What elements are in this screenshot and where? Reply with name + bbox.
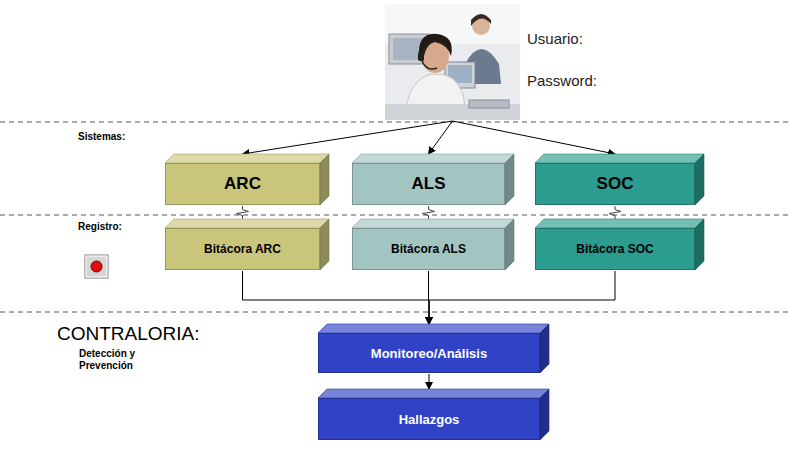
system-box: SOC (535, 163, 695, 205)
flow-arrow (429, 121, 453, 154)
record-button (85, 255, 108, 278)
log-box: Bitácora ALS (352, 228, 505, 270)
flow-arrow (243, 271, 430, 324)
login-field-label: Usuario: (527, 30, 583, 47)
login-field-label: Password: (527, 72, 597, 89)
box-label: ARC (224, 174, 261, 194)
box-label: Monitoreo/Análisis (371, 346, 487, 361)
flow-arrow (243, 121, 453, 154)
process-box: Monitoreo/Análisis (318, 333, 540, 373)
user-photo: Usuario: Password: (385, 4, 635, 122)
section-subtitle: Detección y Prevención (79, 348, 159, 372)
dashed-divider (0, 312, 790, 313)
log-link (237, 206, 249, 219)
box-label: ALS (412, 174, 446, 194)
box-label: Bitácora SOC (576, 242, 653, 256)
log-box: Bitácora ARC (165, 228, 320, 270)
dashed-divider (0, 215, 790, 216)
flow-arrow (453, 121, 616, 154)
system-box: ARC (165, 163, 320, 205)
log-link (423, 206, 435, 219)
flow-arrow (429, 271, 615, 324)
box-label: Hallazgos (399, 412, 460, 427)
operator-photo (385, 4, 520, 120)
section-title: CONTRALORIA: (57, 323, 200, 346)
log-link (609, 206, 621, 219)
box-label: Bitácora ALS (391, 242, 466, 256)
box-label: Bitácora ARC (204, 242, 281, 256)
flow-arrow (429, 374, 430, 389)
system-box: ALS (352, 163, 505, 205)
log-box: Bitácora SOC (535, 228, 695, 270)
section-label: Sistemas: (78, 131, 125, 143)
dashed-divider (0, 122, 790, 123)
box-label: SOC (597, 174, 634, 194)
result-box: Hallazgos (318, 398, 540, 440)
section-label: Registro: (78, 221, 122, 233)
